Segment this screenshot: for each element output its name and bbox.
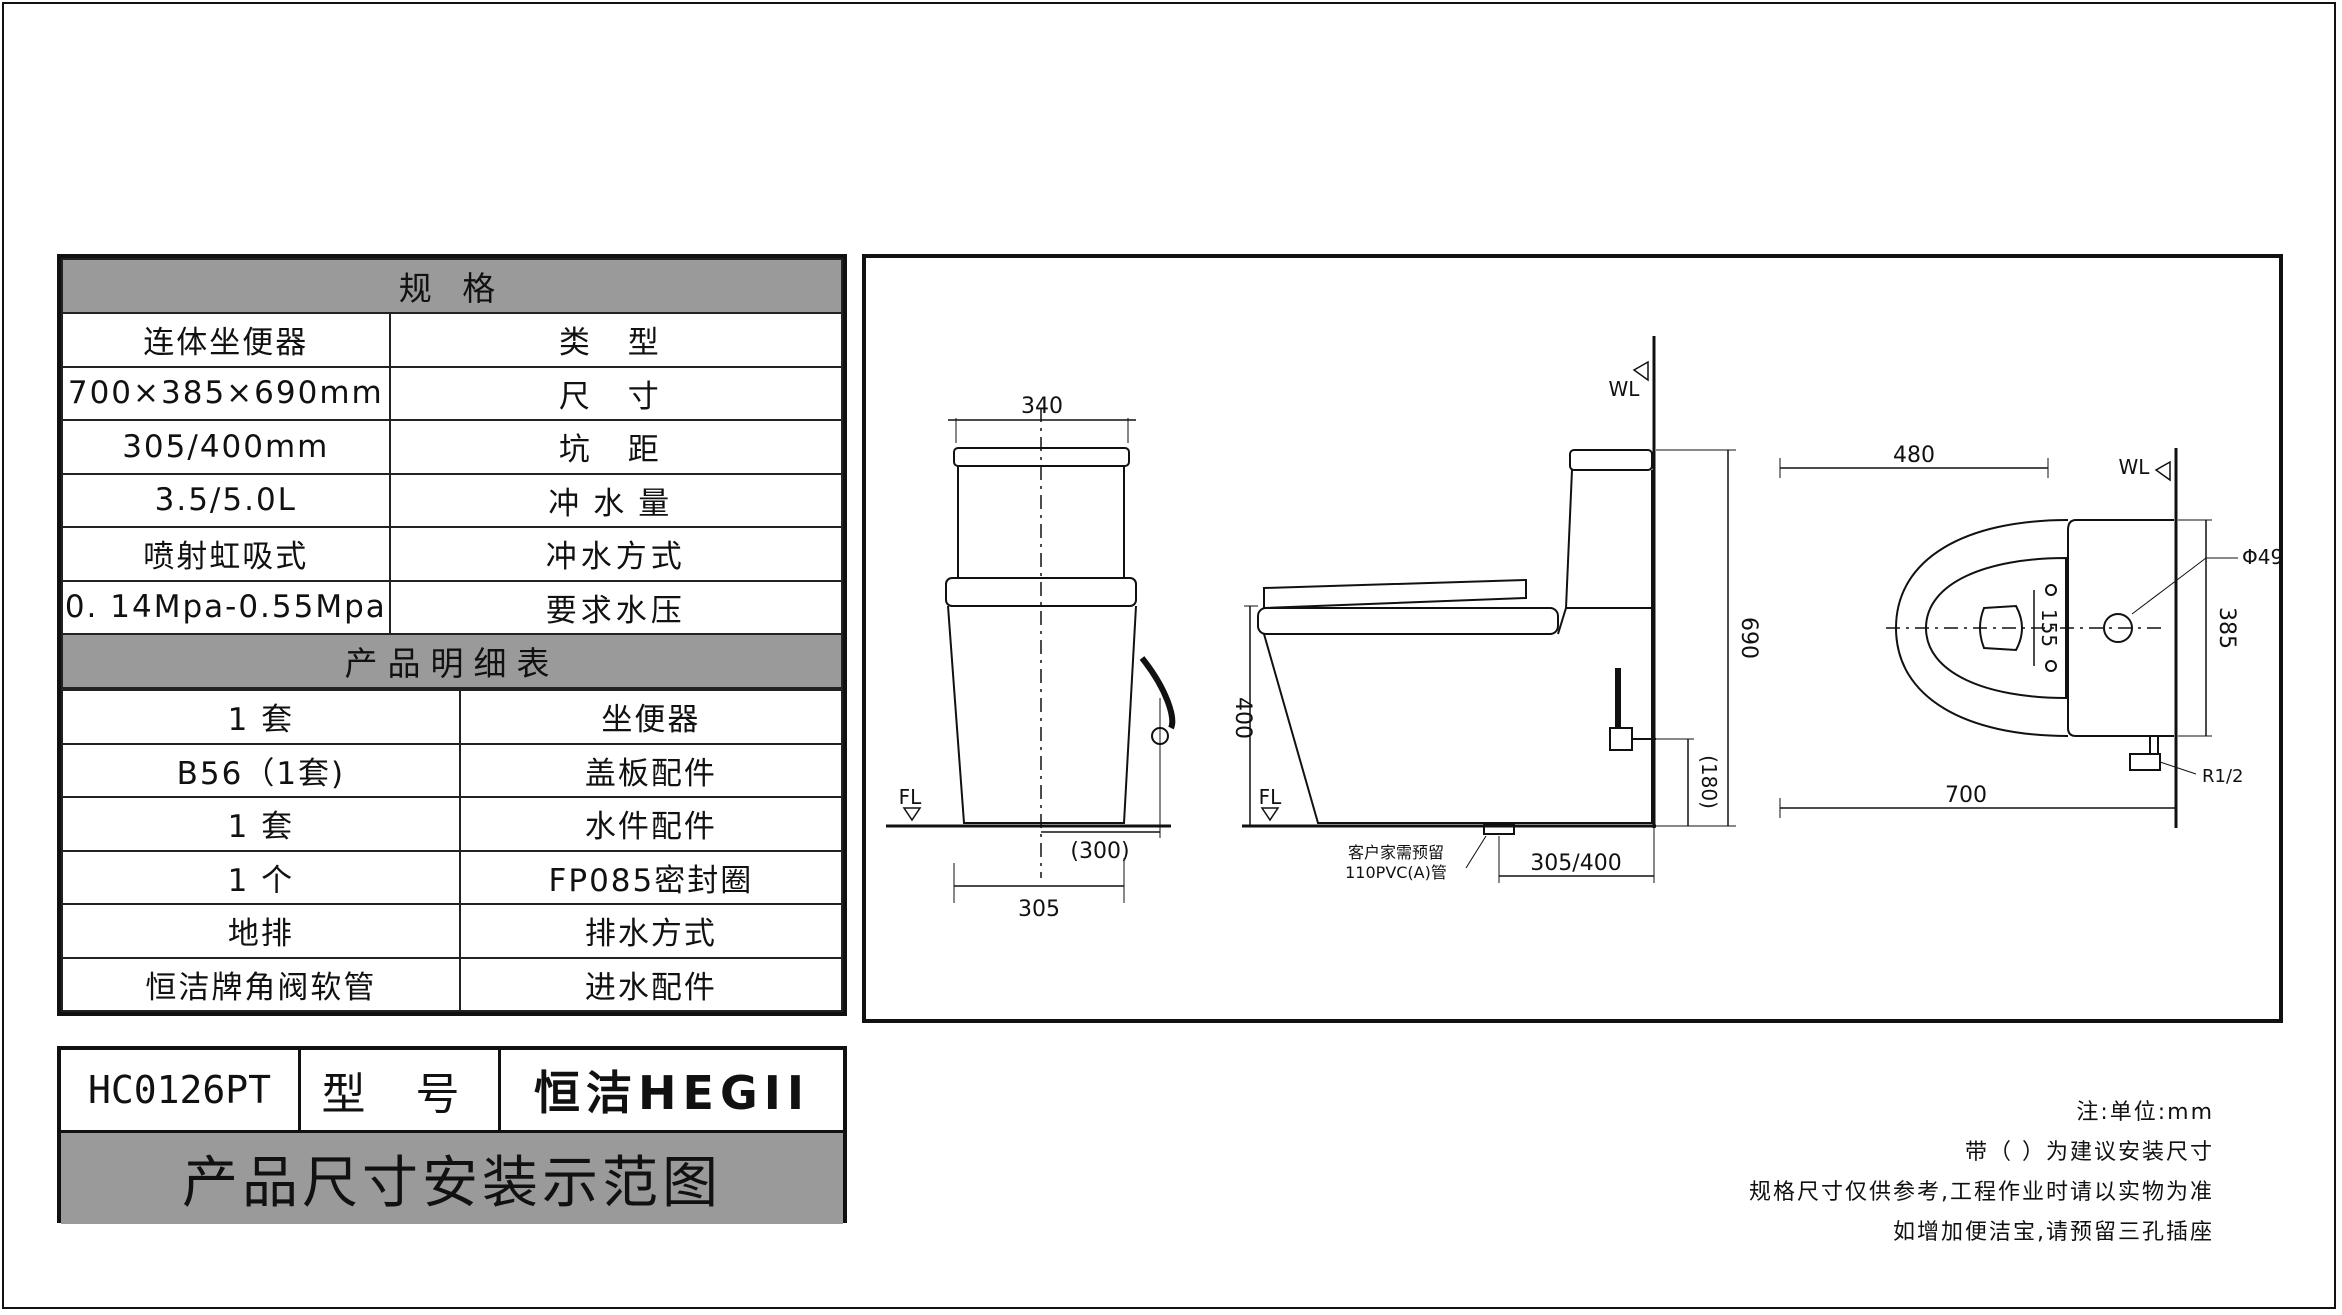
spec-label: 类 型 <box>388 312 844 368</box>
notes: 注:单位:mm 带（ ）为建议安装尺寸 规格尺寸仅供参考,工程作业时请以实物为准… <box>1749 1093 2214 1253</box>
seat-hole <box>2045 584 2057 596</box>
bowl-body <box>1263 607 1653 824</box>
detail-label: 排水方式 <box>458 903 844 959</box>
side-view <box>1242 336 1736 883</box>
spec-value: 连体坐便器 <box>61 312 391 368</box>
dim-label: 385 <box>2214 607 2239 649</box>
front-view <box>886 408 1176 903</box>
dim-label: 690 <box>1736 617 1761 659</box>
detail-label: 进水配件 <box>458 956 844 1012</box>
spec-table: 规 格 连体坐便器 类 型 700×385×690mm 尺 寸 305/400m… <box>57 254 847 1016</box>
drawing-title: 产品尺寸安装示范图 <box>61 1133 843 1224</box>
model-code: HC0126PT <box>61 1050 301 1130</box>
dim-label: Φ49 <box>2242 545 2279 569</box>
dim-label: R1/2 <box>2202 766 2243 787</box>
note-line: 规格尺寸仅供参考,工程作业时请以实物为准 <box>1749 1180 2214 1205</box>
dim-label: (300) <box>1070 839 1129 864</box>
model-box: HC0126PT 型 号 恒洁HEGII 产品尺寸安装示范图 <box>57 1046 847 1224</box>
drawing-frame: 340 (300) 305 FL WL FL 400 690 (180) 305… <box>862 254 2283 1023</box>
detail-value: 恒洁牌角阀软管 <box>61 956 461 1012</box>
spec-value: 喷射虹吸式 <box>61 526 391 582</box>
dim-label: 400 <box>1230 697 1255 739</box>
brand-logo: 恒洁HEGII <box>534 1066 810 1120</box>
spec-label: 要求水压 <box>388 579 844 635</box>
note-line: 如增加便洁宝,请预留三孔插座 <box>1893 1220 2214 1245</box>
angle-valve <box>2129 753 2161 771</box>
spec-label: 坑 距 <box>388 419 844 475</box>
spec-value: 305/400mm <box>61 419 391 475</box>
top-view <box>1779 448 2238 828</box>
tank-body <box>1564 469 1653 609</box>
spec-value: 700×385×690mm <box>61 365 391 421</box>
note-line: 带（ ）为建议安装尺寸 <box>1965 1140 2214 1165</box>
dim-label: (180) <box>1697 755 1721 809</box>
bowl-body <box>947 605 1137 824</box>
wall-label: WL <box>2119 455 2151 479</box>
dim-label: 305 <box>1018 897 1060 922</box>
details-header: 产品明细表 <box>61 633 843 689</box>
installation-drawing: 340 (300) 305 FL WL FL 400 690 (180) 305… <box>886 336 2279 922</box>
angle-valve <box>1609 727 1633 751</box>
detail-value: 1 个 <box>61 849 461 905</box>
dim-label: 305/400 <box>1530 851 1621 876</box>
detail-value: 地排 <box>61 903 461 959</box>
pipe-note: 110PVC(A)管 <box>1345 863 1447 882</box>
pipe-note: 客户家需预留 <box>1348 843 1444 862</box>
floor-label: FL <box>899 785 923 809</box>
drain-outlet <box>1483 823 1515 835</box>
spec-label: 冲水量 <box>388 472 844 528</box>
water-hole <box>2103 613 2133 643</box>
dim-label: 480 <box>1893 443 1935 468</box>
spec-value: 3.5/5.0L <box>61 472 391 528</box>
detail-label: 盖板配件 <box>458 742 844 798</box>
spec-header: 规 格 <box>61 258 843 314</box>
tank-lid <box>1569 449 1653 471</box>
dim-label: 340 <box>1021 394 1063 419</box>
dim-label: 700 <box>1945 783 1987 808</box>
detail-label: 坐便器 <box>458 689 844 745</box>
seat <box>1257 607 1559 635</box>
spec-value: 0. 14Mpa-0.55Mpa <box>61 579 391 635</box>
wall-label: WL <box>1609 377 1641 401</box>
seat <box>945 577 1137 607</box>
detail-value: 1 套 <box>61 796 461 852</box>
model-label: 型 号 <box>301 1050 501 1130</box>
note-line: 注:单位:mm <box>2076 1100 2214 1125</box>
spec-label: 尺 寸 <box>388 365 844 421</box>
detail-label: FP085密封圈 <box>458 849 844 905</box>
seat-hole <box>2045 660 2057 672</box>
inlet-hose <box>1139 656 1176 730</box>
seat-lid <box>1263 578 1527 610</box>
tank-outline <box>2067 519 2174 737</box>
drain-hole <box>1979 604 2023 652</box>
detail-label: 水件配件 <box>458 796 844 852</box>
floor-label: FL <box>1259 785 1283 809</box>
detail-value: B56（1套) <box>61 742 461 798</box>
spec-label: 冲水方式 <box>388 526 844 582</box>
dim-label: 155 <box>2037 609 2061 647</box>
detail-value: 1 套 <box>61 689 461 745</box>
